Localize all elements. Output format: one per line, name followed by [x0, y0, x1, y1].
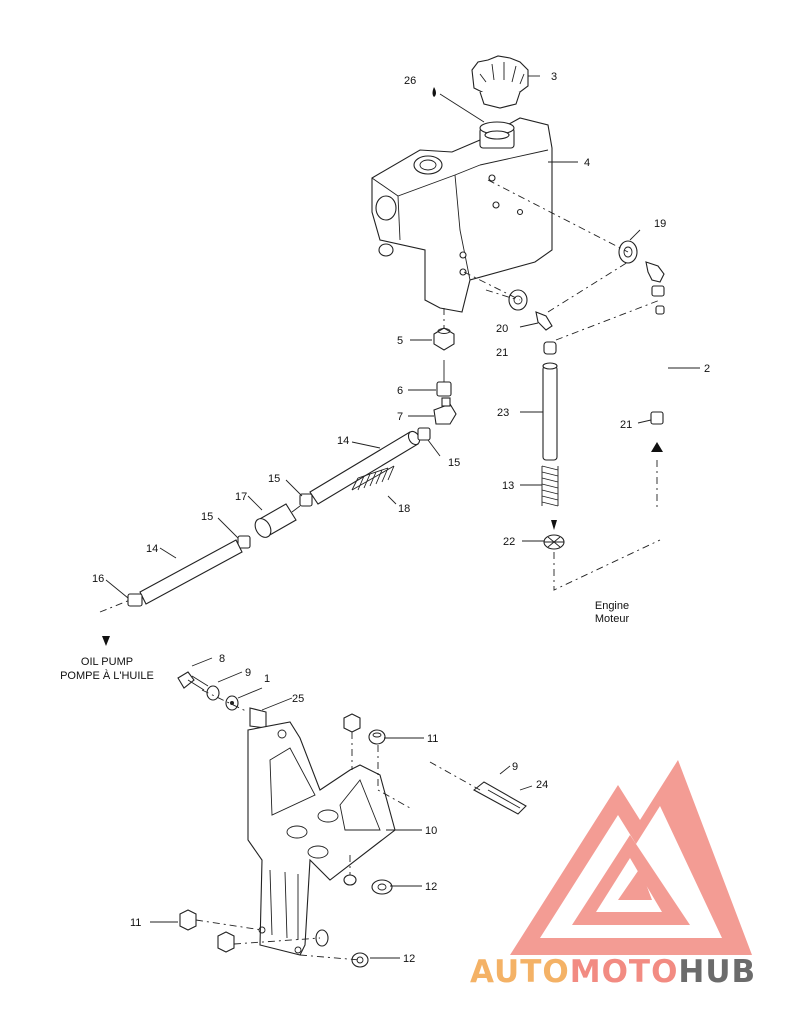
watermark-text: AUTOMOTOHUB: [470, 954, 756, 990]
oil-tank: [371, 117, 553, 313]
callout-26: 26: [404, 75, 416, 87]
oil-drop-icon: [432, 87, 436, 97]
callout-labels: 3 26 4 19 2 20 21 5 6 7 23 21 13 22 14 1…: [92, 71, 710, 965]
filter-17: [254, 503, 301, 538]
leader-lines: [105, 75, 700, 959]
clamp-15-lower: [237, 535, 251, 549]
callout-8: 8: [219, 653, 225, 665]
bracket-10: [247, 721, 396, 956]
grommet-20: [508, 289, 528, 311]
clamp-21-upper: [651, 285, 665, 315]
callout-22: 22: [503, 536, 515, 548]
callout-14-lower: 14: [146, 543, 158, 555]
clamp-22: [543, 520, 565, 550]
callout-15-lower: 15: [201, 511, 213, 523]
callout-11-upper: 11: [427, 733, 438, 745]
nut-11-bottom: [179, 909, 329, 953]
callout-9-right: 9: [512, 761, 518, 773]
callout-18: 18: [398, 503, 410, 515]
clamp-21-left: [543, 341, 557, 355]
spring-18: [351, 465, 395, 491]
pipe-6: [436, 360, 452, 397]
svg-text:AUTOMOTOHUB: AUTOMOTOHUB: [470, 954, 756, 990]
washer-1: [225, 695, 239, 711]
callout-12-lower: 12: [403, 953, 415, 965]
bolt-8: [177, 671, 209, 691]
grommet-5: [433, 327, 455, 351]
spring-13: [541, 465, 559, 507]
callout-5: 5: [397, 335, 403, 347]
hose-14-upper: [309, 430, 421, 505]
callout-16: 16: [92, 573, 104, 585]
watermark-logo: [510, 760, 752, 955]
washer-12-upper: [343, 874, 393, 895]
engine-caption-fr: Moteur: [595, 613, 630, 625]
callout-14-upper: 14: [337, 435, 349, 447]
elbow-20: [535, 311, 553, 331]
callout-12-upper: 12: [425, 881, 437, 893]
callout-6: 6: [397, 385, 403, 397]
callout-9-upper: 9: [245, 667, 251, 679]
callout-19: 19: [654, 218, 666, 230]
clamp-15-mid: [299, 493, 313, 507]
callout-11-lower: 11: [130, 917, 141, 929]
oil-pump-caption-en: OIL PUMP: [81, 656, 133, 668]
callout-1: 1: [264, 673, 270, 685]
elbow-fitting: [645, 261, 665, 283]
callout-23: 23: [497, 407, 509, 419]
clamp-16: [127, 593, 143, 607]
clamp-21-right: [650, 411, 664, 452]
callout-4: 4: [584, 157, 590, 169]
dashed-lines: [99, 179, 661, 961]
nut-11-top: [343, 713, 386, 745]
callout-7: 7: [397, 411, 403, 423]
valve-7: [433, 397, 457, 425]
callout-25: 25: [292, 693, 304, 705]
callout-15-upper: 15: [448, 457, 460, 469]
washer-12-lower: [351, 952, 369, 968]
clip-25: [249, 707, 267, 729]
bolt-24: [473, 781, 527, 815]
clamp-15-upper: [417, 427, 431, 441]
oil-pump-caption-fr: POMPE À L'HUILE: [60, 669, 154, 682]
callout-20: 20: [496, 323, 508, 335]
callout-21-left: 21: [496, 347, 508, 359]
washer-9: [206, 685, 220, 701]
engine-caption-en: Engine: [595, 600, 629, 612]
callout-3: 3: [551, 71, 557, 83]
callout-13: 13: [502, 480, 514, 492]
oil-pump-arrow: [102, 636, 110, 646]
captions: Engine Moteur OIL PUMP POMPE À L'HUILE: [60, 600, 629, 682]
callout-21-right: 21: [620, 419, 632, 431]
callout-10: 10: [425, 825, 437, 837]
callout-2: 2: [704, 363, 710, 375]
tank-cap: [471, 55, 529, 109]
hose-23: [542, 362, 558, 461]
callout-17: 17: [235, 491, 247, 503]
hose-14-lower: [139, 539, 243, 605]
callout-15-mid: 15: [268, 473, 280, 485]
callout-24: 24: [536, 779, 548, 791]
